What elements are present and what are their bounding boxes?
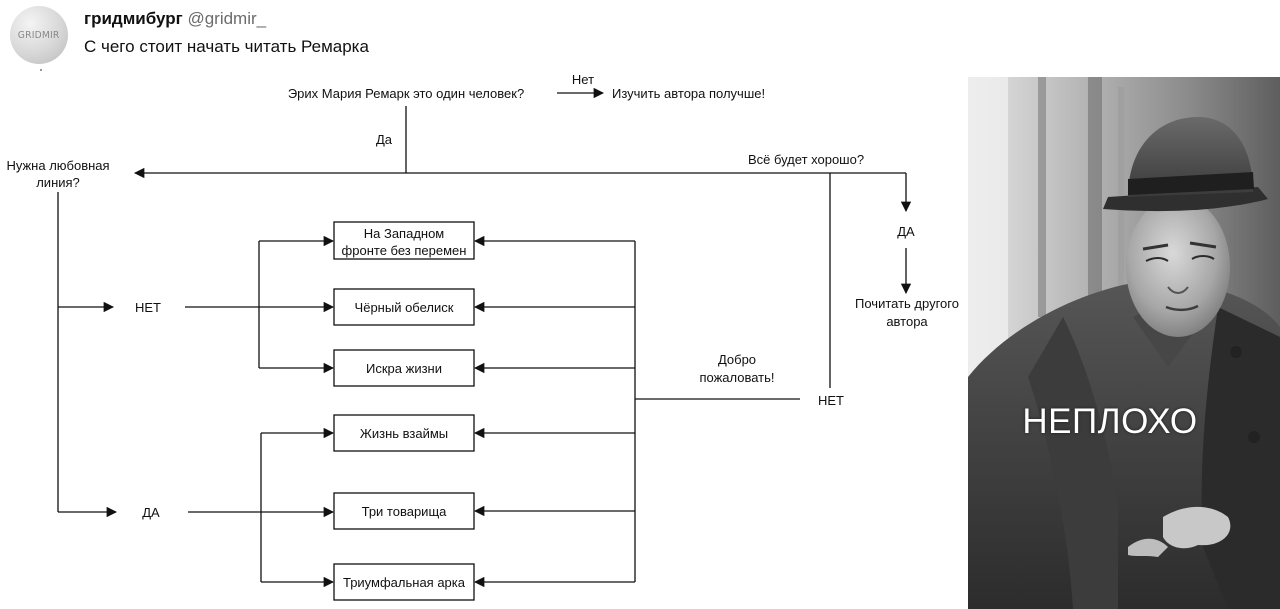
author-name[interactable]: гридмибург	[84, 9, 183, 28]
post-author[interactable]: гридмибург @gridmir_	[84, 9, 266, 29]
question-love-line1: Нужна любовная	[6, 158, 109, 173]
label-love-no: НЕТ	[135, 300, 161, 315]
portrait-illustration	[968, 77, 1280, 609]
label-q1-yes: Да	[376, 132, 393, 147]
avatar-dot	[40, 69, 42, 71]
label-q3-no: НЕТ	[818, 393, 844, 408]
post-text: С чего стоит начать читать Ремарка	[84, 37, 369, 56]
book-1-line1: На Западном	[364, 226, 445, 241]
welcome-line1: Добро	[718, 352, 756, 367]
question-all-good: Всё будет хорошо?	[748, 152, 864, 167]
question-love-line2: линия?	[36, 175, 80, 190]
label-q3-yes: ДА	[897, 224, 915, 239]
book-box-5	[333, 492, 475, 530]
label-q1-no: Нет	[572, 72, 594, 87]
book-box-6	[333, 563, 475, 601]
book-2-title: Чёрный обелиск	[355, 300, 454, 315]
question-one-person: Эрих Мария Ремарк это один человек?	[288, 86, 524, 101]
book-box-1	[333, 221, 475, 260]
result-other-author-line1: Почитать другого	[855, 296, 959, 311]
avatar-text: GRIDMIR	[18, 29, 60, 41]
result-other-author-line2: автора	[886, 314, 928, 329]
book-6-title: Триумфальная арка	[343, 575, 466, 590]
book-1-line2: фронте без перемен	[342, 243, 467, 258]
flowchart: Эрих Мария Ремарк это один человек? Нет …	[6, 72, 959, 601]
avatar[interactable]: GRIDMIR	[10, 6, 68, 64]
author-handle[interactable]: @gridmir_	[187, 9, 267, 28]
book-4-title: Жизнь взаймы	[360, 426, 448, 441]
book-3-title: Искра жизни	[366, 361, 442, 376]
label-love-yes: ДА	[142, 505, 160, 520]
meme-caption: НЕПЛОХО	[1022, 402, 1198, 441]
meme-photo: НЕПЛОХО	[968, 77, 1280, 609]
book-box-3	[333, 349, 475, 387]
book-box-2	[333, 288, 475, 326]
welcome-line2: пожаловать!	[699, 370, 774, 385]
book-box-4	[333, 414, 475, 452]
book-5-title: Три товарища	[362, 504, 448, 519]
result-study-author: Изучить автора получше!	[612, 86, 765, 101]
